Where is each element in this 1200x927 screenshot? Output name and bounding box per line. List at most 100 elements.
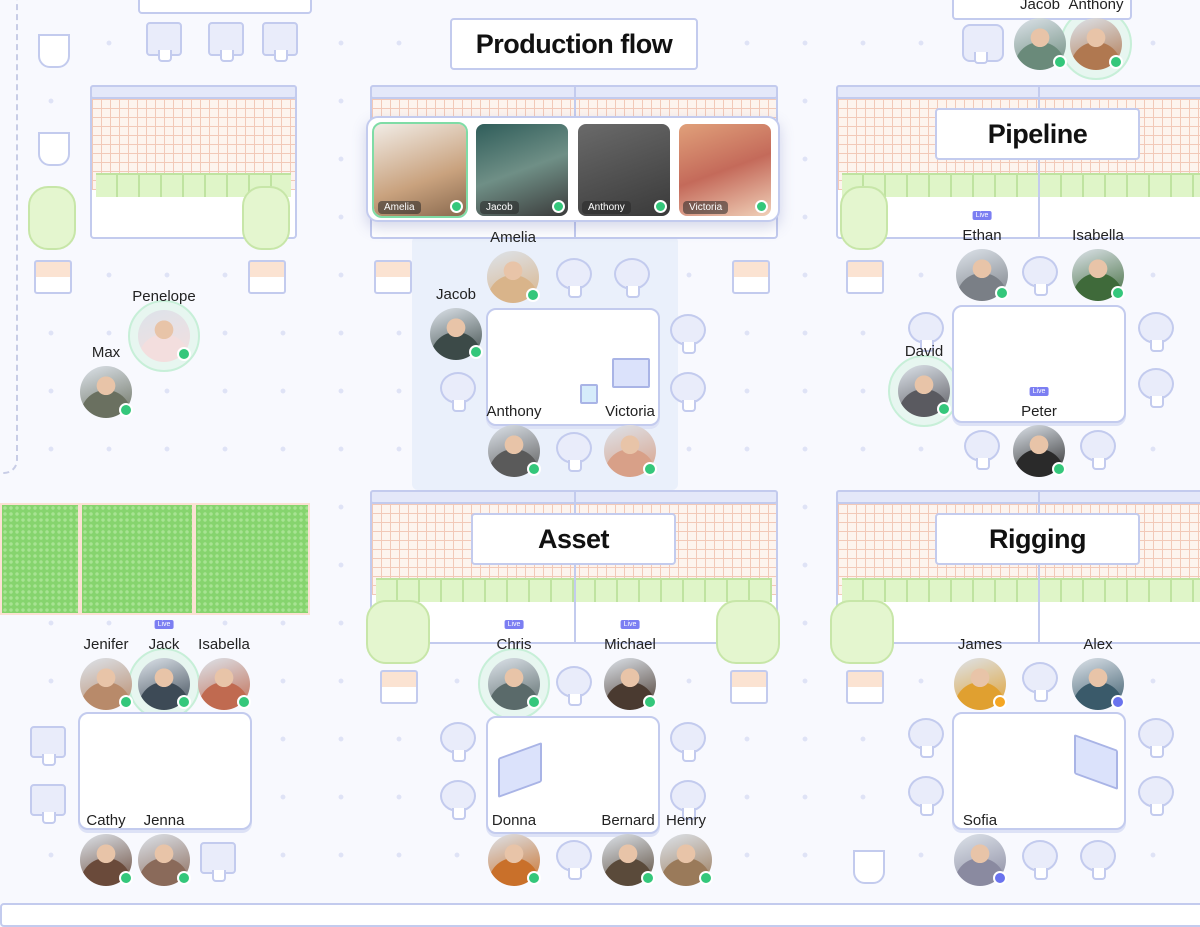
avatar[interactable] bbox=[1014, 18, 1067, 70]
status-dot bbox=[755, 200, 768, 213]
tree bbox=[242, 186, 290, 250]
avatar[interactable] bbox=[128, 648, 200, 720]
meeting-table bbox=[78, 712, 252, 830]
avatar[interactable] bbox=[80, 834, 133, 886]
stool bbox=[670, 372, 706, 412]
wall-top-left bbox=[90, 85, 297, 239]
avatar-name: James bbox=[957, 636, 1003, 653]
status-dot bbox=[1111, 286, 1125, 300]
stool bbox=[1080, 840, 1116, 880]
avatar[interactable] bbox=[888, 355, 960, 427]
planter bbox=[732, 260, 770, 294]
bench bbox=[200, 842, 236, 882]
avatar[interactable] bbox=[198, 658, 251, 710]
stool bbox=[1022, 840, 1058, 880]
lawn bbox=[194, 503, 310, 615]
status-dot bbox=[237, 695, 251, 709]
avatar-name: David bbox=[904, 343, 944, 360]
avatar[interactable] bbox=[1060, 8, 1132, 80]
avatar-name: Amelia bbox=[490, 229, 536, 246]
avatar[interactable] bbox=[1013, 425, 1066, 477]
avatar[interactable] bbox=[430, 308, 483, 360]
live-badge: Live bbox=[1029, 387, 1049, 396]
status-dot bbox=[177, 347, 191, 361]
status-dot bbox=[699, 871, 713, 885]
status-dot bbox=[1111, 695, 1125, 709]
status-dot bbox=[1052, 462, 1066, 476]
video-tile[interactable]: Amelia bbox=[372, 122, 468, 218]
stool bbox=[1138, 368, 1174, 408]
video-tile-name: Victoria bbox=[683, 201, 729, 214]
stool bbox=[440, 372, 476, 412]
avatar-name: Max bbox=[91, 344, 121, 361]
avatar[interactable] bbox=[602, 834, 655, 886]
stool bbox=[440, 722, 476, 762]
video-tile[interactable]: Jacob bbox=[476, 124, 568, 216]
video-tile[interactable]: Anthony bbox=[578, 124, 670, 216]
avatar[interactable] bbox=[80, 658, 133, 710]
status-dot bbox=[119, 871, 133, 885]
avatar[interactable] bbox=[1072, 658, 1125, 710]
avatar[interactable] bbox=[1072, 249, 1125, 301]
live-badge: Live bbox=[154, 620, 174, 629]
avatar[interactable] bbox=[478, 648, 550, 720]
tree bbox=[840, 186, 888, 250]
stool bbox=[1022, 256, 1058, 296]
stool bbox=[1138, 776, 1174, 816]
stool bbox=[1138, 312, 1174, 352]
potted-plant bbox=[38, 132, 70, 166]
avatar-name: Cathy bbox=[86, 812, 126, 829]
status-dot bbox=[119, 695, 133, 709]
planter bbox=[248, 260, 286, 294]
avatar-name: Henry bbox=[665, 812, 707, 829]
avatar[interactable] bbox=[80, 366, 133, 418]
stool bbox=[556, 666, 592, 706]
status-dot bbox=[177, 871, 191, 885]
avatar[interactable] bbox=[477, 241, 549, 313]
stool bbox=[964, 430, 1000, 470]
bench bbox=[30, 726, 66, 766]
avatar-name: Jacob bbox=[435, 286, 477, 303]
status-dot bbox=[643, 695, 657, 709]
status-dot bbox=[527, 695, 541, 709]
stool bbox=[1022, 662, 1058, 702]
video-tile[interactable]: Victoria bbox=[679, 124, 771, 216]
avatar[interactable] bbox=[660, 834, 713, 886]
avatar[interactable] bbox=[956, 249, 1009, 301]
corridor-border bbox=[0, 0, 18, 474]
stool bbox=[614, 258, 650, 298]
planter bbox=[730, 670, 768, 704]
stool bbox=[556, 840, 592, 880]
lawn bbox=[80, 503, 194, 615]
avatar-name: Bernard bbox=[601, 812, 655, 829]
stool bbox=[1080, 430, 1116, 470]
avatar[interactable] bbox=[604, 658, 657, 710]
avatar[interactable] bbox=[488, 834, 541, 886]
status-dot bbox=[450, 200, 463, 213]
stool bbox=[670, 722, 706, 762]
avatar-name: Anthony bbox=[486, 403, 542, 420]
avatar[interactable] bbox=[488, 425, 541, 477]
room-title-production[interactable]: Production flow bbox=[450, 18, 698, 70]
avatar[interactable] bbox=[138, 834, 191, 886]
status-dot bbox=[469, 345, 483, 359]
avatar-name: Alex bbox=[1083, 636, 1113, 653]
stool bbox=[1138, 718, 1174, 758]
avatar[interactable] bbox=[954, 658, 1007, 710]
lawn bbox=[0, 503, 80, 615]
room-title-pipeline[interactable]: Pipeline bbox=[935, 108, 1140, 160]
planter bbox=[374, 260, 412, 294]
status-dot bbox=[993, 871, 1007, 885]
avatar[interactable] bbox=[128, 300, 200, 372]
video-tile-name: Anthony bbox=[582, 201, 631, 214]
planter bbox=[846, 260, 884, 294]
avatar[interactable] bbox=[954, 834, 1007, 886]
stool bbox=[908, 312, 944, 352]
planter bbox=[380, 670, 418, 704]
room-title-asset[interactable]: Asset bbox=[471, 513, 676, 565]
stool bbox=[908, 776, 944, 816]
avatar[interactable] bbox=[604, 425, 657, 477]
room-title-rigging[interactable]: Rigging bbox=[935, 513, 1140, 565]
status-dot bbox=[1053, 55, 1067, 69]
